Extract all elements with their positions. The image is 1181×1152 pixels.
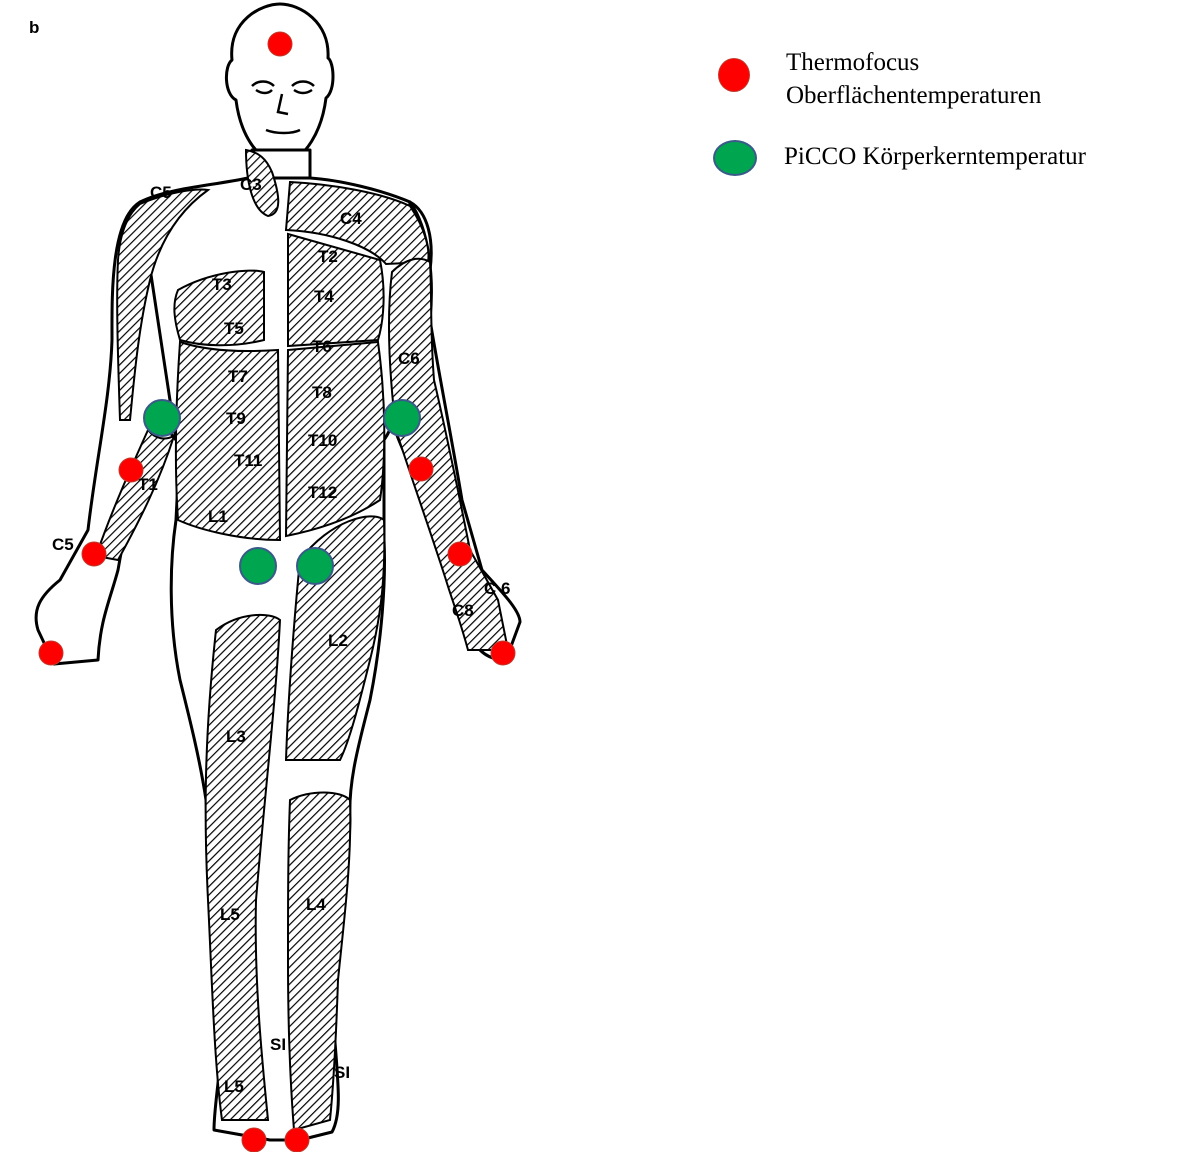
sensor-forehead xyxy=(268,32,292,56)
label-s1-inner: SI xyxy=(270,1035,286,1054)
label-c4: C4 xyxy=(340,209,362,228)
sensor-right-groin xyxy=(297,548,333,584)
label-t10: T10 xyxy=(308,431,337,450)
sensor-left-forearm xyxy=(119,458,143,482)
sensor-left-wrist xyxy=(82,542,106,566)
label-t2: T2 xyxy=(318,247,338,266)
label-c3: C3 xyxy=(240,175,262,194)
label-c8: C8 xyxy=(452,601,474,620)
legend-line: Oberflächentemperaturen xyxy=(786,79,1041,112)
sensor-left-groin xyxy=(240,548,276,584)
legend-label-thermofocus: Thermofocus Oberflächentemperaturen xyxy=(786,46,1041,112)
label-t4: T4 xyxy=(314,287,334,306)
label-t7: T7 xyxy=(228,367,248,386)
green-dot-icon xyxy=(713,140,757,176)
label-t1: T1 xyxy=(138,475,158,494)
legend: Thermofocus Oberflächentemperaturen PiCC… xyxy=(716,46,1176,206)
label-c5-wrist: C5 xyxy=(52,535,74,554)
sensor-right-toe xyxy=(285,1128,309,1152)
red-dot-icon xyxy=(718,58,750,92)
legend-label-picco: PiCCO Körperkerntemperatur xyxy=(784,140,1086,173)
legend-line: Thermofocus xyxy=(786,46,1041,79)
label-s1-outer: SI xyxy=(334,1063,350,1082)
torso xyxy=(127,178,431,1140)
sensor-right-wrist xyxy=(448,542,472,566)
label-t3: T3 xyxy=(212,275,232,294)
sensor-left-elbow xyxy=(144,400,180,436)
label-l2: L2 xyxy=(328,631,348,650)
label-c6: C6 xyxy=(398,349,420,368)
label-c5-shoulder: C5 xyxy=(150,183,172,202)
legend-line: PiCCO Körperkerntemperatur xyxy=(784,140,1086,173)
label-c6-hand: C 6 xyxy=(484,579,510,598)
label-l3: L3 xyxy=(226,727,246,746)
sensor-right-forearm xyxy=(409,457,433,481)
label-t5: T5 xyxy=(224,319,244,338)
label-t6: T6 xyxy=(312,337,332,356)
legend-item-thermofocus: Thermofocus Oberflächentemperaturen xyxy=(716,46,1176,146)
sensor-right-elbow xyxy=(384,400,420,436)
label-l5-shin: L5 xyxy=(220,905,240,924)
label-l5-foot: L5 xyxy=(224,1077,244,1096)
sensor-right-finger xyxy=(491,641,515,665)
sensor-left-finger xyxy=(39,641,63,665)
label-t9: T9 xyxy=(226,409,246,428)
label-t11: T11 xyxy=(234,451,262,470)
label-l4: L4 xyxy=(306,895,326,914)
head xyxy=(226,4,333,164)
label-t12: T12 xyxy=(308,483,337,502)
label-t8: T8 xyxy=(312,383,332,402)
legend-item-picco: PiCCO Körperkerntemperatur xyxy=(716,146,1176,206)
label-l1: L1 xyxy=(208,507,228,526)
sensor-left-toe xyxy=(242,1128,266,1152)
